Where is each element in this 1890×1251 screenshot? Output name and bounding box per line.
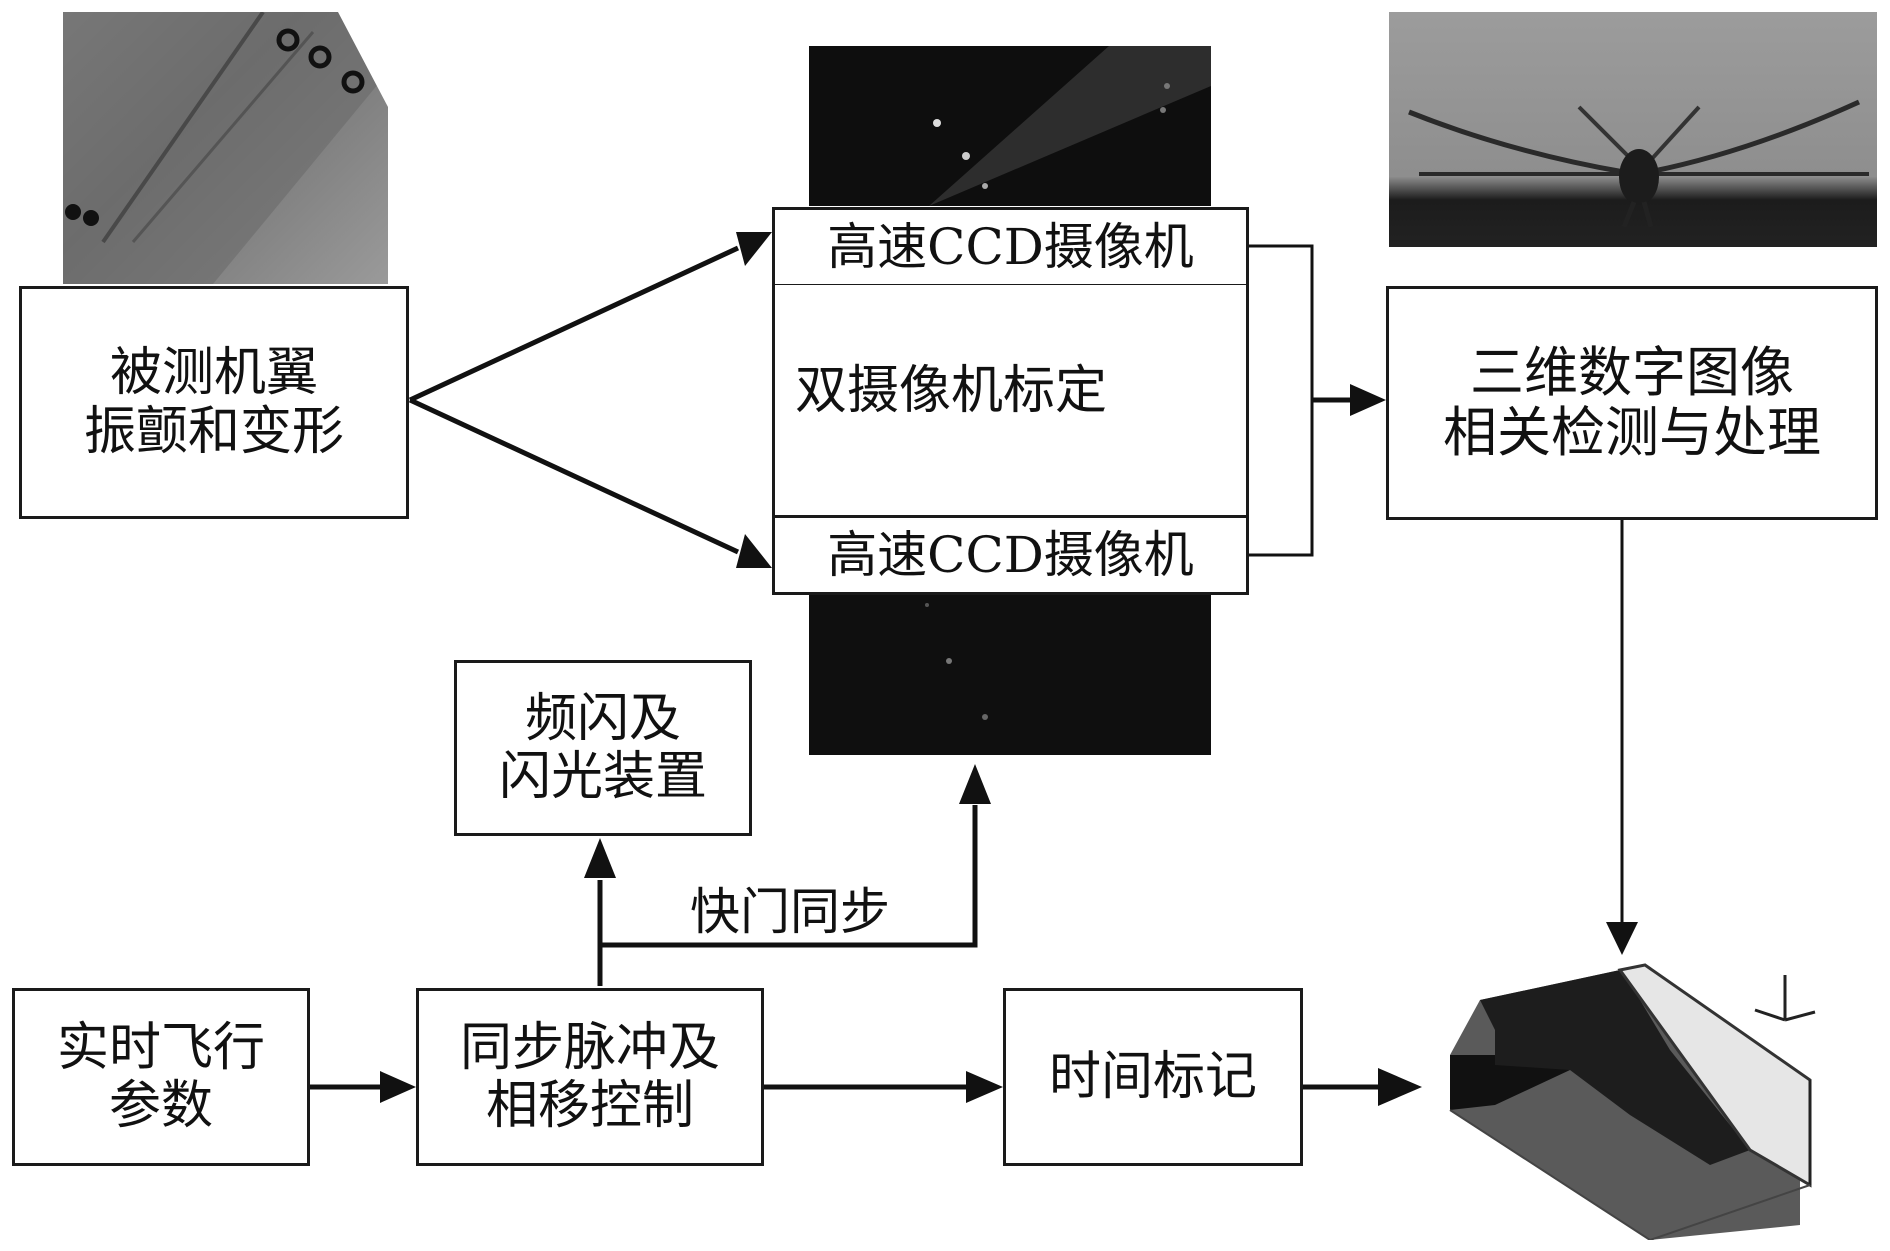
- camera-view-bottom-photo: [809, 595, 1211, 755]
- camera-view-top-photo: [809, 46, 1211, 206]
- arrowhead-plot-down: [1606, 922, 1638, 955]
- camera-bottom-label: 高速CCD摄像机: [827, 526, 1194, 584]
- 3d-dic-processing-node: 三维数字图像 相关检测与处理: [1386, 286, 1878, 520]
- camera-view-bottom-graphic: [925, 603, 988, 720]
- wing-vibration-deformation-node: 被测机翼 振颤和变形: [19, 286, 409, 519]
- wing-node-line-2: 振颤和变形: [83, 401, 344, 462]
- axis-triad-icon: [1754, 975, 1816, 1022]
- arrow-shutter-sync: [600, 805, 978, 948]
- wing-closeup-graphic: [63, 10, 388, 284]
- time-mark-node: 时间标记: [1003, 988, 1303, 1166]
- wing-node-line-1: 被测机翼: [109, 343, 318, 404]
- camera-top-label: 高速CCD摄像机: [827, 218, 1194, 276]
- surface-plot-graphic: [1449, 963, 1816, 1241]
- sync-line-2: 相移控制: [485, 1076, 694, 1136]
- flight-line-1: 实时飞行: [56, 1017, 265, 1078]
- flight-parameters-node: 实时飞行 参数: [12, 988, 310, 1166]
- sync-pulse-phase-control-node: 同步脉冲及 相移控制: [416, 988, 764, 1166]
- sync-line-1: 同步脉冲及: [459, 1017, 720, 1078]
- arrowhead-plot-left: [1378, 1068, 1422, 1106]
- arrowhead-camera-top: [736, 232, 772, 266]
- arrowhead-time: [966, 1071, 1003, 1103]
- arrowhead-strobe: [584, 838, 616, 878]
- shutter-sync-label: 快门同步: [690, 883, 890, 941]
- wing-closeup-photo: [63, 10, 388, 284]
- arrowhead-sync: [380, 1071, 416, 1103]
- processing-line-2: 相关检测与处理: [1443, 401, 1821, 464]
- aircraft-graphic: [1408, 99, 1869, 228]
- calibration-label: 双摄像机标定: [795, 360, 1108, 421]
- strobe-line-2: 闪光装置: [498, 747, 707, 807]
- aircraft-in-flight-photo: [1389, 12, 1877, 247]
- camera-top-node: 高速CCD摄像机: [772, 207, 1249, 287]
- arrow-wing-to-camera-bottom: [408, 397, 740, 555]
- time-mark-label: 时间标记: [1048, 1046, 1257, 1107]
- strobe-flash-node: 频闪及 闪光装置: [454, 660, 752, 836]
- flight-line-2: 参数: [108, 1076, 213, 1136]
- arrowhead-processing: [1350, 384, 1386, 416]
- arrowhead-camera-shutter: [959, 764, 991, 804]
- arrowhead-camera-bottom: [736, 534, 772, 568]
- 3d-deformation-surface-plot: [1420, 940, 1860, 1241]
- camera-view-top-graphic: [929, 46, 1211, 206]
- arrow-wing-to-camera-top: [408, 245, 740, 403]
- calibration-node: 双摄像机标定: [772, 285, 1249, 517]
- processing-line-1: 三维数字图像: [1470, 340, 1794, 404]
- camera-bottom-node: 高速CCD摄像机: [772, 515, 1249, 595]
- strobe-line-1: 频闪及: [524, 688, 681, 749]
- bracket-cameras-to-processing: [1249, 244, 1314, 557]
